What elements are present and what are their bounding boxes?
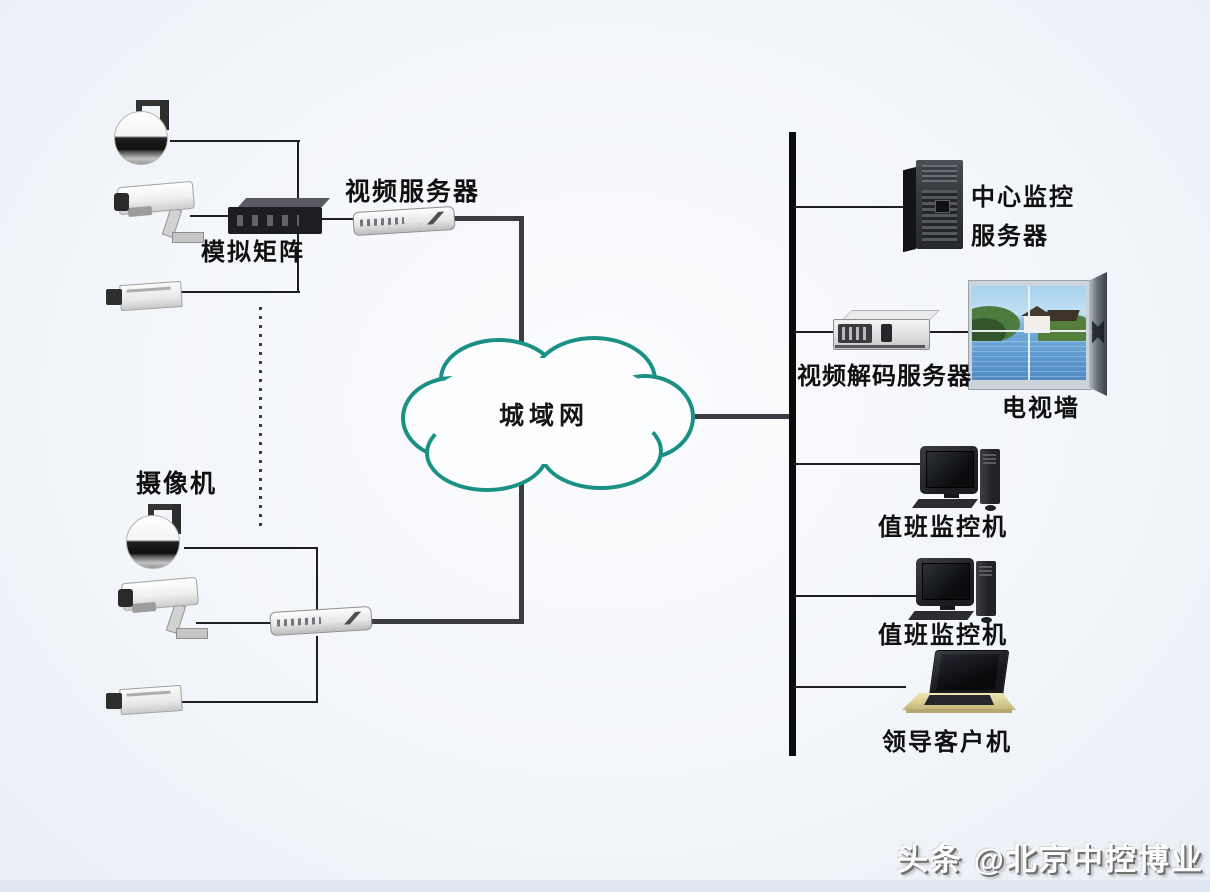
backbone-bus-line bbox=[789, 132, 796, 756]
central-server-icon bbox=[903, 160, 967, 254]
tv-wall-label: 电视墙 bbox=[1002, 395, 1080, 422]
camera-bracket bbox=[136, 102, 142, 115]
dome-camera-icon bbox=[114, 98, 172, 165]
link-box2-server-h bbox=[180, 701, 318, 703]
camera-lens bbox=[118, 589, 133, 607]
bullet-camera-icon bbox=[116, 572, 210, 644]
bottom-edge-band bbox=[0, 880, 1210, 892]
camera-bracket bbox=[160, 100, 169, 130]
decoder-front-panel bbox=[838, 324, 872, 343]
central-server-label-line2: 服务器 bbox=[971, 223, 1049, 250]
pc-tower bbox=[976, 561, 996, 616]
link-box1-matrix-v bbox=[297, 234, 299, 293]
pc-keyboard bbox=[912, 499, 978, 508]
video-server-icon bbox=[352, 205, 456, 237]
pc-mouse bbox=[985, 505, 996, 511]
duty-monitor-2-label: 值班监控机 bbox=[878, 622, 1008, 649]
link-dome2-server-h bbox=[184, 547, 318, 549]
bullet-camera-mount bbox=[127, 205, 153, 218]
watermark-text: 头条 @北京中控博业 bbox=[897, 842, 1204, 877]
camera-lens bbox=[114, 193, 129, 211]
branch-duty-monitor-2 bbox=[794, 595, 916, 597]
tv-wall-side-edge bbox=[1089, 272, 1107, 396]
link-box2-server-v bbox=[316, 636, 318, 703]
decoder-slot bbox=[881, 324, 892, 342]
tv-wall-icon bbox=[968, 272, 1110, 396]
pc-stand bbox=[944, 494, 959, 498]
pc-mouse bbox=[981, 617, 992, 623]
link-bullet1-matrix bbox=[190, 215, 234, 217]
camera-bracket bbox=[172, 232, 204, 243]
camera-bracket bbox=[136, 100, 167, 106]
link-matrix-videoserver bbox=[322, 218, 356, 220]
pc-tower bbox=[980, 449, 1000, 504]
matrix-front-panel bbox=[228, 207, 322, 234]
leader-client-label: 领导客户机 bbox=[882, 729, 1012, 756]
camera-bracket bbox=[148, 504, 179, 510]
link-cloud-bus bbox=[677, 414, 793, 419]
analog-matrix-icon bbox=[228, 198, 331, 236]
laptop-front-edge bbox=[906, 709, 1012, 713]
video-server-icon bbox=[269, 605, 373, 637]
link-cloud-videoserver2-h bbox=[366, 619, 524, 624]
dome-camera-ball bbox=[126, 515, 180, 569]
duty-monitor-2-icon bbox=[908, 558, 1000, 624]
link-box1-matrix-h bbox=[180, 291, 300, 293]
link-decoder-tvwall bbox=[929, 331, 971, 333]
tv-wall-grid-lines bbox=[972, 286, 1086, 380]
video-server-body bbox=[269, 605, 373, 637]
camera-bracket bbox=[172, 504, 181, 534]
cloud-body bbox=[423, 358, 663, 464]
camera-bracket bbox=[148, 506, 154, 519]
wan-cloud: 城域网 bbox=[401, 336, 695, 492]
server-side-face bbox=[903, 167, 916, 253]
branch-leader-client bbox=[794, 686, 906, 688]
leader-client-icon bbox=[902, 650, 1020, 714]
link-videoserver1-cloud-v bbox=[519, 216, 524, 351]
server-drive-bay bbox=[935, 200, 950, 213]
duty-monitor-1-icon bbox=[912, 446, 1004, 512]
link-bullet2-server bbox=[196, 622, 272, 624]
box-camera-body bbox=[119, 684, 183, 716]
box-camera-body bbox=[119, 280, 183, 312]
laptop-screen bbox=[936, 654, 1000, 690]
link-videoserver1-cloud-h bbox=[449, 216, 524, 221]
more-cameras-ellipsis bbox=[259, 307, 262, 529]
box-camera-icon bbox=[106, 684, 184, 718]
decoder-base bbox=[835, 345, 925, 348]
camera-lens bbox=[106, 289, 122, 305]
decode-server-label: 视频解码服务器 bbox=[797, 363, 972, 390]
pc-stand bbox=[940, 606, 955, 610]
video-server-body bbox=[352, 205, 456, 237]
branch-duty-monitor-1 bbox=[794, 463, 920, 465]
central-server-label-line1: 中心监控 bbox=[971, 184, 1075, 211]
pc-screen bbox=[926, 451, 974, 488]
bullet-camera-mount bbox=[131, 601, 157, 614]
bullet-camera-icon bbox=[112, 176, 206, 248]
matrix-top-face bbox=[238, 198, 331, 207]
link-dome1-matrix-v bbox=[297, 140, 299, 206]
dome-camera-icon bbox=[126, 502, 184, 569]
decode-server-icon bbox=[833, 310, 940, 354]
branch-decoder-left bbox=[794, 331, 836, 333]
link-dome1-matrix-h bbox=[170, 140, 300, 142]
laptop-keyboard bbox=[924, 695, 994, 705]
camera-bracket bbox=[176, 628, 208, 639]
duty-monitor-1-label: 值班监控机 bbox=[878, 514, 1008, 541]
camera-group-label: 摄像机 bbox=[136, 470, 218, 498]
link-cloud-videoserver2-v bbox=[519, 476, 524, 623]
server-front-panel bbox=[916, 160, 963, 249]
wan-cloud-label: 城域网 bbox=[498, 402, 589, 430]
pc-screen bbox=[922, 563, 970, 600]
link-dome2-server-v bbox=[316, 547, 318, 613]
camera-lens bbox=[106, 693, 122, 709]
dome-camera-ball bbox=[114, 111, 168, 165]
video-server-label: 视频服务器 bbox=[345, 178, 481, 206]
analog-matrix-label: 模拟矩阵 bbox=[201, 239, 305, 266]
central-server-label: 中心监控 服务器 bbox=[971, 178, 1075, 256]
branch-central-server bbox=[794, 206, 906, 208]
pc-keyboard bbox=[908, 611, 974, 620]
box-camera-icon bbox=[106, 280, 184, 314]
